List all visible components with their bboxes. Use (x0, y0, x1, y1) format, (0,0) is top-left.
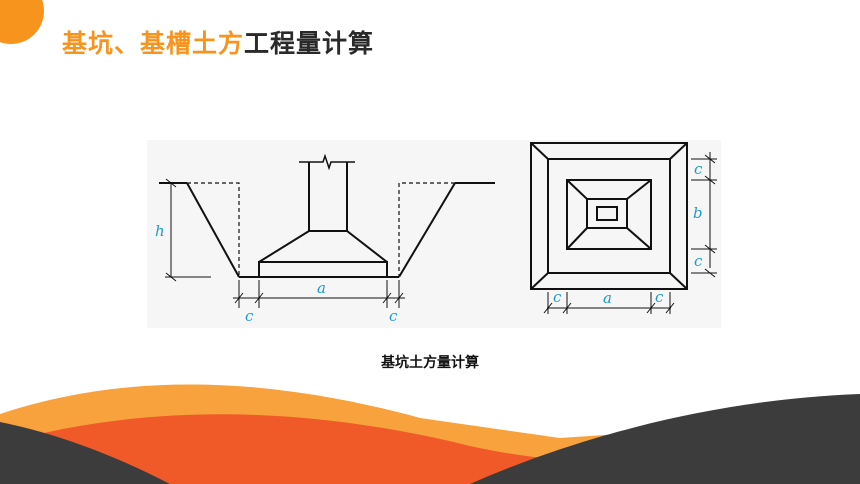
diagram-svg: h a c c c a c c b c (155, 142, 717, 325)
footing-taper (258, 230, 388, 263)
plan-label-c-left: c (553, 288, 562, 306)
figure-caption: 基坑土方量计算 (381, 355, 479, 371)
plan-label-c-right: c (655, 288, 664, 306)
slope-left (186, 182, 240, 278)
footing-base (258, 261, 388, 278)
label-h: h (155, 222, 165, 240)
wave-dark-left (0, 422, 170, 484)
dashed-vertical-left (187, 182, 240, 277)
plan-ring-4 (586, 198, 628, 229)
wave-dark-right (470, 394, 860, 484)
slope-right (398, 182, 456, 278)
plan-outer (530, 142, 688, 290)
plan-ring-3 (566, 179, 652, 250)
page-title: 基坑、基槽土方工程量计算 (62, 24, 374, 60)
title-highlight: 基坑、基槽土方 (62, 29, 245, 58)
label-a: a (317, 279, 326, 297)
column-break (299, 153, 355, 171)
label-c-left: c (245, 307, 254, 325)
dashed-vertical-right (398, 182, 455, 277)
plan-center (596, 206, 618, 221)
foundation-pit-diagram: h a c c c a c c b c (147, 140, 721, 328)
bottom-wave-decoration (0, 384, 860, 484)
title-rest: 工程量计算 (244, 29, 375, 58)
plan-ring-2 (547, 158, 671, 274)
label-c-right: c (389, 307, 398, 325)
plan-label-b: b (693, 204, 703, 222)
plan-label-c-bottom: c (694, 252, 703, 270)
corner-decoration-circle (0, 0, 44, 44)
plan-label-c-top: c (694, 160, 703, 178)
plan-label-a: a (603, 289, 612, 307)
